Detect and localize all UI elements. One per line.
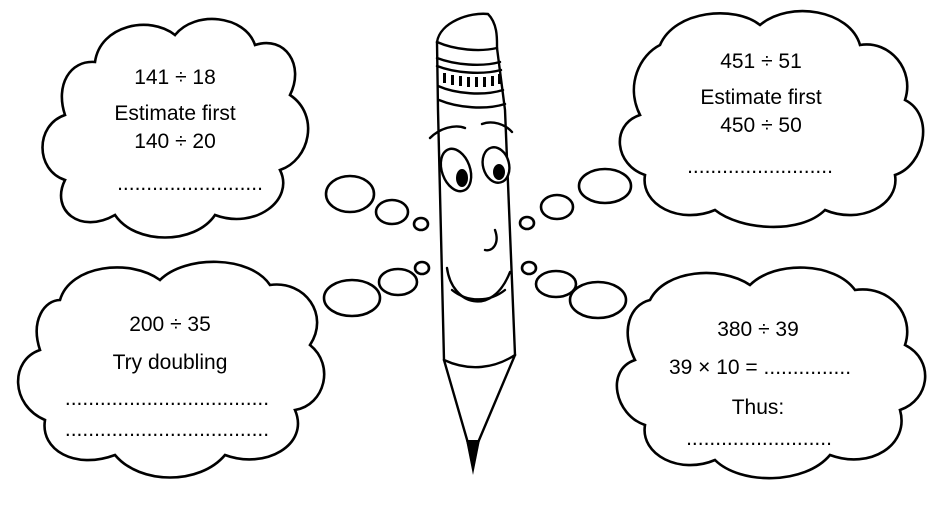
cloud-top-left xyxy=(41,17,310,239)
cloud-bottom-left xyxy=(16,260,326,479)
pencil-character xyxy=(428,12,517,475)
hint-bottom-left: Try doubling xyxy=(112,351,228,374)
answer-line-top-right[interactable]: ......................... xyxy=(687,155,833,178)
answer-line-top-left[interactable]: ......................... xyxy=(117,172,263,195)
problem-bottom-right: 380 ÷ 39 xyxy=(717,318,799,341)
step-bottom-right: 39 × 10 = ............... xyxy=(668,356,852,379)
thought-bubbles-left xyxy=(322,174,431,318)
problem-top-left: 141 ÷ 18 xyxy=(134,66,216,89)
cloud-top-right xyxy=(618,9,925,229)
hint-bottom-right: Thus: xyxy=(731,396,785,419)
problem-bottom-left: 200 ÷ 35 xyxy=(129,313,211,336)
hint-top-left: Estimate first xyxy=(114,102,236,125)
estimate-top-right: 450 ÷ 50 xyxy=(720,114,802,137)
answer-line-2-bottom-left[interactable]: ................................... xyxy=(64,418,270,441)
cloud-bottom-right xyxy=(615,266,927,480)
estimate-top-left: 140 ÷ 20 xyxy=(134,130,216,153)
answer-line-1-bottom-left[interactable]: ................................... xyxy=(64,387,270,410)
problem-top-right: 451 ÷ 51 xyxy=(720,50,802,73)
thought-bubbles-right xyxy=(518,167,633,320)
hint-top-right: Estimate first xyxy=(700,86,822,109)
answer-line-bottom-right[interactable]: ......................... xyxy=(686,427,832,450)
